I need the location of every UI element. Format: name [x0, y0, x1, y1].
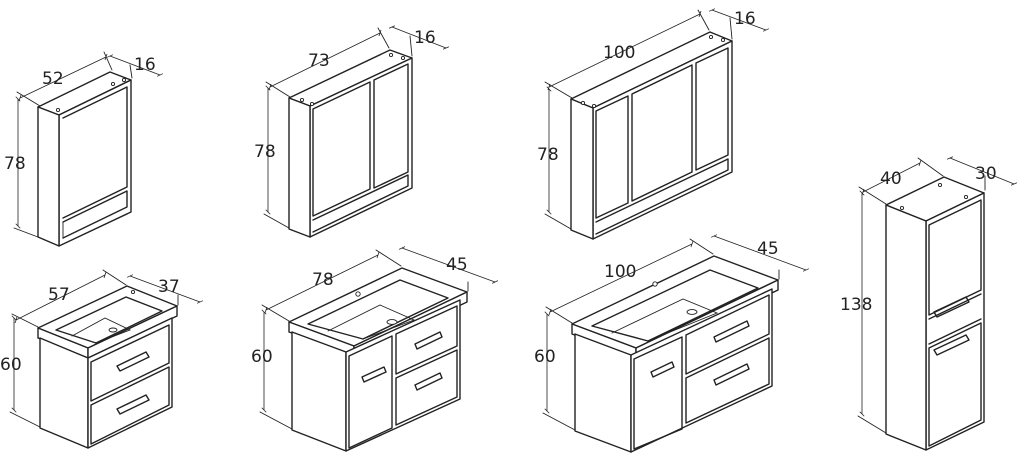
width-label: 57: [48, 285, 70, 305]
depth-label: 16: [414, 28, 436, 48]
depth-label: 45: [757, 239, 779, 259]
mirror-cabinet-100: 100 16 78: [537, 8, 770, 240]
mirror-cabinet-73: 73 16 78: [254, 25, 450, 238]
height-label: 60: [0, 355, 22, 375]
width-label: 52: [42, 69, 64, 89]
vanity-57: 57 37 60: [0, 269, 204, 449]
depth-label: 16: [734, 9, 756, 29]
width-label: 100: [604, 262, 636, 282]
width-label: 73: [308, 51, 330, 71]
vanity-78: 78 45 60: [251, 246, 499, 452]
width-label: 100: [603, 43, 635, 63]
height-label: 78: [4, 154, 26, 174]
height-label: 138: [840, 295, 872, 315]
mirror-cabinet-52: 52 16 78: [4, 51, 164, 247]
depth-label: 16: [134, 55, 156, 75]
width-label: 78: [312, 270, 334, 290]
depth-label: 37: [158, 277, 180, 297]
tall-column-40: 40 30 138: [840, 156, 1018, 451]
height-label: 60: [534, 347, 556, 367]
depth-label: 30: [975, 164, 997, 184]
depth-label: 45: [446, 255, 468, 275]
width-label: 40: [880, 169, 902, 189]
vanity-100: 100 45 60: [534, 234, 810, 453]
height-label: 78: [537, 145, 559, 165]
height-label: 78: [254, 142, 276, 162]
height-label: 60: [251, 347, 273, 367]
